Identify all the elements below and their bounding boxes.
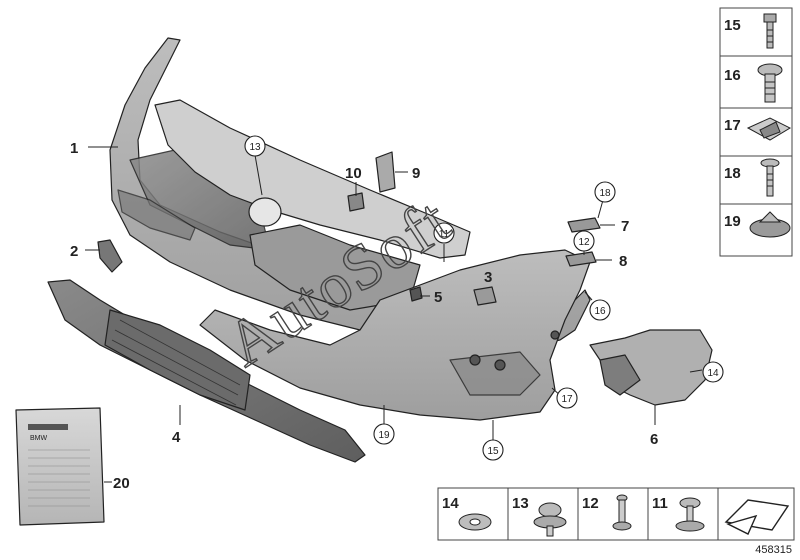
svg-text:18: 18	[599, 188, 611, 199]
svg-text:15: 15	[487, 446, 499, 457]
callout-20: 20	[113, 475, 130, 492]
bottom-item-12: 12	[582, 495, 599, 512]
screw-18-icon	[760, 158, 780, 197]
part-7-shape	[567, 217, 601, 233]
bottom-item-14: 14	[442, 495, 459, 512]
part-10-shape	[347, 192, 365, 212]
svg-text:16: 16	[594, 306, 606, 317]
svg-text:12: 12	[578, 237, 590, 248]
part-3-shape	[473, 286, 497, 306]
side-item-15: 15	[724, 17, 741, 34]
callout-1: 1	[70, 140, 78, 157]
callout-14: 14	[702, 361, 724, 383]
bottom-fastener-panel: 14 13 12 11	[437, 487, 795, 541]
side-item-18: 18	[724, 165, 741, 182]
side-item-17: 17	[724, 117, 741, 134]
callout-11: 11	[433, 222, 455, 244]
svg-text:19: 19	[378, 430, 390, 441]
bolt-16-icon	[757, 63, 783, 103]
callout-15: 15	[482, 439, 504, 461]
diagram-number: 458315	[755, 544, 792, 556]
side-bracket	[589, 329, 713, 406]
side-item-16: 16	[724, 67, 741, 84]
rivet-19-icon	[749, 211, 791, 238]
pin-12-icon	[612, 494, 632, 531]
callout-9: 9	[412, 165, 420, 182]
callout-4: 4	[172, 429, 181, 446]
lower-grille	[47, 279, 366, 463]
upper-carrier	[154, 99, 471, 311]
direction-arrow-icon	[724, 499, 790, 535]
part-8-shape	[565, 251, 597, 267]
leader-lines	[85, 146, 703, 483]
callout-16: 16	[589, 299, 611, 321]
bottom-item-13: 13	[512, 495, 529, 512]
svg-text:17: 17	[561, 394, 573, 405]
part-2-shape	[97, 239, 123, 273]
nut-13-icon	[533, 502, 567, 537]
fastener-kit-bag: BMW	[15, 407, 105, 526]
callout-3: 3	[484, 269, 492, 286]
side-item-19: 19	[724, 213, 741, 230]
part-9-shape	[375, 151, 396, 193]
bumper-trim-panel	[109, 37, 591, 349]
washer-14-icon	[458, 513, 492, 531]
callout-13: 13	[244, 135, 266, 157]
bottom-item-11: 11	[652, 495, 668, 512]
callout-7: 7	[621, 218, 629, 235]
callout-19: 19	[373, 423, 395, 445]
callout-17: 17	[556, 387, 578, 409]
screw-15-icon	[763, 13, 777, 49]
callout-6: 6	[650, 431, 658, 448]
callout-18: 18	[594, 181, 616, 203]
kit-brand-text: BMW	[30, 435, 48, 442]
small-parts	[97, 151, 601, 306]
callout-8: 8	[619, 253, 627, 270]
callout-10: 10	[345, 165, 362, 182]
svg-text:13: 13	[249, 142, 261, 153]
svg-text:11: 11	[439, 229, 450, 240]
svg-text:14: 14	[707, 368, 719, 379]
callout-5: 5	[434, 289, 442, 306]
side-fastener-panel: 15 16 17 18 19	[719, 7, 793, 257]
circled-callouts: 13 11 12 18 16 17 19 15	[244, 135, 724, 461]
callout-labels: 1 2 3 4 5 6 7 8 9 10 20	[70, 140, 658, 492]
callout-2: 2	[70, 243, 78, 260]
clip-nut-17-icon	[746, 117, 792, 141]
part-5-shape	[409, 286, 423, 302]
screw-11-icon	[675, 497, 705, 532]
callout-12: 12	[573, 230, 595, 252]
